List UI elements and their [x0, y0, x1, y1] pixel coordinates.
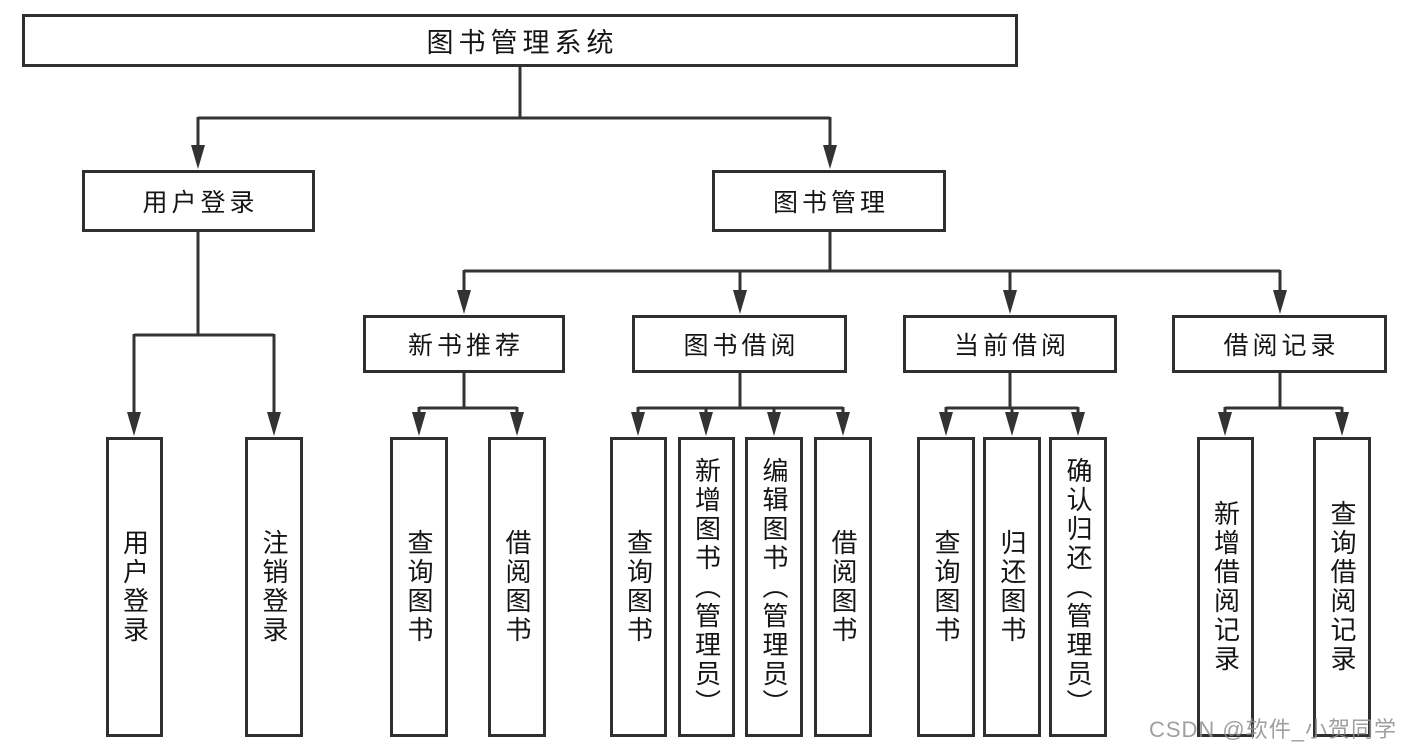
node-current-borrowing-label: 当前借阅	[953, 332, 1070, 360]
arrowhead-icon	[1005, 412, 1019, 436]
node-book-management: 图书管理	[712, 170, 946, 232]
arrowhead-icon	[767, 412, 781, 436]
arrowhead-icon	[191, 145, 205, 169]
arrowhead-icon	[1335, 412, 1349, 436]
leaf-borrow-add-books-admin: 新增图书（管理员）	[678, 437, 735, 737]
leaf-current-confirm-return-admin: 确认归还（管理员）	[1049, 437, 1107, 737]
leaf-borrow-edit-books-admin-label: 编辑图书（管理员）	[759, 456, 789, 718]
connector-book-management-to-level3	[462, 232, 1282, 292]
leaf-newbook-query-books-label: 查询图书	[404, 529, 434, 645]
leaf-records-add-record-label: 新增借阅记录	[1210, 500, 1241, 674]
connector-book-borrow-to-leaves	[636, 373, 845, 416]
arrowhead-icons	[127, 145, 1349, 436]
leaf-current-return-books: 归还图书	[983, 437, 1041, 737]
connector-current-borrow-to-leaves	[944, 373, 1080, 416]
node-user-login-label: 用户登录	[142, 189, 259, 217]
arrowhead-icon	[457, 290, 471, 314]
arrowhead-icon	[823, 145, 837, 169]
arrowhead-icon	[836, 412, 850, 436]
leaf-borrow-edit-books-admin: 编辑图书（管理员）	[745, 437, 803, 737]
leaf-records-add-record: 新增借阅记录	[1197, 437, 1254, 737]
leaf-user-login: 用户登录	[106, 437, 163, 737]
arrowhead-icon	[1003, 290, 1017, 314]
node-root-system: 图书管理系统	[22, 14, 1018, 67]
leaf-borrow-borrow-books: 借阅图书	[814, 437, 872, 737]
leaf-current-query-books-label: 查询图书	[931, 529, 961, 645]
leaf-current-query-books: 查询图书	[917, 437, 975, 737]
leaf-newbook-borrow-books-label: 借阅图书	[502, 529, 532, 645]
arrowhead-icon	[939, 412, 953, 436]
leaf-records-query-record: 查询借阅记录	[1313, 437, 1371, 737]
node-book-management-label: 图书管理	[772, 189, 889, 217]
arrowhead-icon	[1218, 412, 1232, 436]
connector-new-book-to-leaves	[417, 373, 519, 416]
connector-root-to-level2	[196, 67, 832, 150]
arrowhead-icon	[1071, 412, 1085, 436]
arrowhead-icon	[733, 290, 747, 314]
arrowhead-icon	[510, 412, 524, 436]
connector-user-login-to-leaves	[132, 232, 276, 416]
arrowhead-icon	[699, 412, 713, 436]
node-new-book-recommendation: 新书推荐	[363, 315, 565, 373]
leaf-newbook-query-books: 查询图书	[390, 437, 448, 737]
arrowhead-icon	[127, 412, 141, 436]
csdn-watermark: CSDN @软件_小贺同学	[1148, 717, 1397, 742]
leaf-newbook-borrow-books: 借阅图书	[488, 437, 546, 737]
node-book-borrowing-label: 图书借阅	[683, 332, 800, 360]
arrowhead-icon	[1273, 290, 1287, 314]
connector-borrow-records-to-leaves	[1223, 373, 1344, 416]
leaf-borrow-query-books-label: 查询图书	[623, 529, 654, 645]
node-new-book-label: 新书推荐	[407, 332, 524, 360]
leaf-borrow-query-books: 查询图书	[610, 437, 667, 737]
leaf-borrow-add-books-admin-label: 新增图书（管理员）	[691, 456, 722, 718]
node-root-label: 图书管理系统	[426, 28, 619, 58]
node-current-borrowing: 当前借阅	[903, 315, 1117, 373]
leaf-current-confirm-return-admin-label: 确认归还（管理员）	[1063, 456, 1093, 718]
node-borrowing-records-label: 借阅记录	[1223, 332, 1340, 360]
node-borrowing-records: 借阅记录	[1172, 315, 1387, 373]
leaf-records-query-record-label: 查询借阅记录	[1327, 500, 1357, 674]
arrowhead-icon	[267, 412, 281, 436]
leaf-logout-label: 注销登录	[259, 529, 289, 645]
leaf-current-return-books-label: 归还图书	[997, 529, 1027, 645]
leaf-user-login-label: 用户登录	[119, 529, 150, 645]
node-user-login: 用户登录	[82, 170, 315, 232]
node-book-borrowing: 图书借阅	[632, 315, 847, 373]
leaf-logout: 注销登录	[245, 437, 303, 737]
arrowhead-icon	[631, 412, 645, 436]
leaf-borrow-borrow-books-label: 借阅图书	[828, 529, 858, 645]
arrowhead-icon	[412, 412, 426, 436]
